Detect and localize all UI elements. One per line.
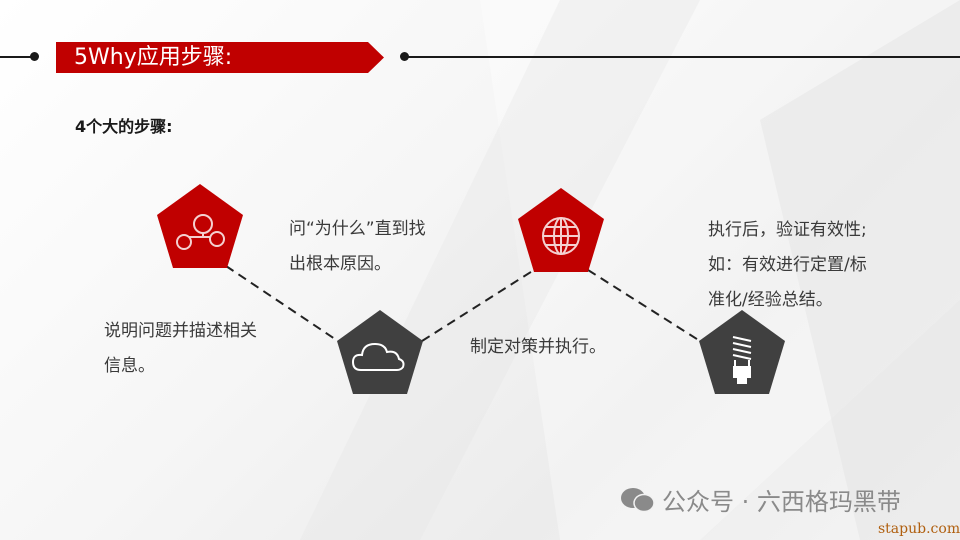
- globe-icon: [542, 217, 580, 255]
- wechat-icon: [621, 487, 655, 512]
- cloud-icon: [351, 342, 405, 371]
- page-title: 5Why应用步骤:: [74, 45, 233, 70]
- step-4-text: 执行后，验证有效性; 如：有效进行定置/标 准化/经验总结。: [708, 220, 867, 310]
- site-watermark: stapub.com: [878, 521, 960, 537]
- step-2-pentagon: [337, 310, 423, 394]
- header-line-left: [0, 56, 36, 58]
- step-3-pentagon: [518, 188, 604, 272]
- watermark: 公众号 · 六西格玛黑带: [620, 482, 901, 517]
- step-1-pentagon: [157, 184, 243, 268]
- step-2-text: 问“为什么”直到找 出根本原因。: [289, 219, 426, 274]
- step-1-text: 说明问题并描述相关 信息。: [104, 321, 257, 376]
- step-4-pentagon: [699, 310, 785, 394]
- header-line-right: [404, 56, 960, 58]
- subtitle: 4个大的步骤:: [75, 117, 173, 136]
- lightbulb-icon: [732, 336, 752, 366]
- header-dot-left: [30, 52, 39, 61]
- step-3-text: 制定对策并执行。: [470, 337, 606, 357]
- watermark-text: 公众号 · 六西格玛黑带: [662, 488, 901, 516]
- network-nodes-icon: [176, 214, 225, 250]
- title-banner: [56, 42, 384, 73]
